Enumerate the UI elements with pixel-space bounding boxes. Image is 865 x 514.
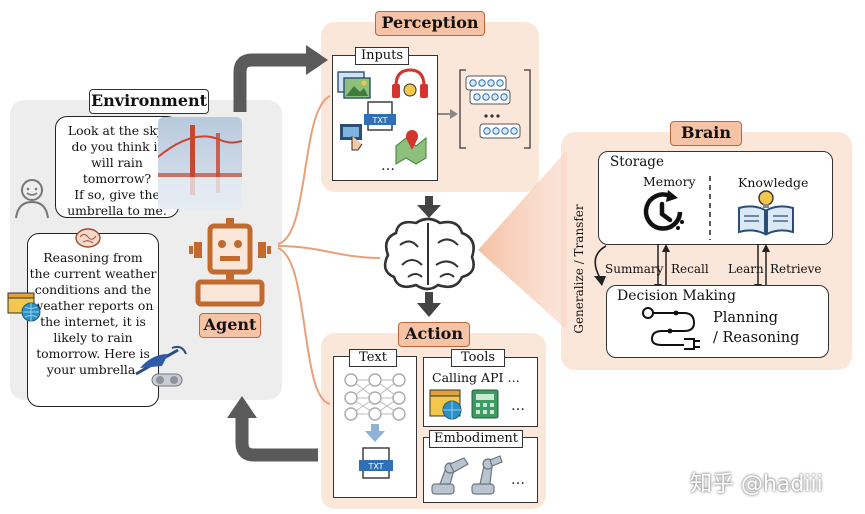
knowledge-label: Knowledge	[738, 175, 809, 190]
embodiment-label: Embodiment	[429, 430, 523, 448]
curve-agent-perception	[277, 95, 331, 245]
memory-label: Memory	[643, 174, 696, 189]
text-generation-icon: TXT	[344, 373, 406, 479]
web-globe-icon	[7, 292, 41, 322]
agent-line-7: tomorrow. Here is	[36, 346, 150, 361]
agent-robot-icon	[189, 218, 271, 307]
agent-line-1: Reasoning from	[43, 250, 143, 265]
agent-label: Agent	[199, 313, 261, 338]
perception-title: Perception	[375, 11, 485, 36]
embodiment-ellipsis: …	[511, 472, 525, 488]
human-line-3: will rain tomorrow?	[82, 155, 152, 186]
inputs-ellipsis: …	[381, 158, 395, 174]
perception-inputs-icons: TXT …	[337, 68, 428, 174]
audio-input-icon	[392, 68, 428, 98]
arrow-perception-to-brain	[417, 205, 441, 218]
human-icon	[15, 179, 49, 219]
curve-agent-action	[277, 247, 331, 405]
arrow-brain-to-action	[417, 303, 441, 317]
memory-clock-icon	[643, 190, 684, 231]
image-input-icon	[337, 71, 371, 99]
curve-agent-brain	[277, 245, 381, 259]
embedding-vectors	[438, 69, 531, 149]
agent-line-8: your umbrella.	[46, 362, 140, 377]
agent-line-6: likely to rain	[53, 330, 133, 345]
calculator-icon	[471, 389, 499, 419]
decision-making-label: Decision Making	[617, 288, 737, 304]
calling-api-text: Calling API …	[432, 370, 520, 385]
generalize-transfer-label: Generalize / Transfer	[572, 204, 586, 334]
location-input-icon	[395, 130, 427, 165]
human-line-2: do you think it	[71, 139, 163, 154]
recall-label: Recall	[671, 262, 709, 276]
summary-label: Summary	[605, 262, 664, 276]
agent-line-3: conditions and the	[34, 282, 152, 297]
inputs-label: Inputs	[355, 47, 409, 65]
environment-title: Environment	[89, 89, 209, 114]
planning-path-icon	[642, 307, 700, 350]
touch-input-icon	[340, 124, 363, 151]
retrieve-label: Retrieve	[770, 262, 822, 276]
action-title: Action	[398, 322, 470, 347]
txt-input-text: TXT	[371, 116, 387, 125]
decision-making-box	[606, 285, 829, 358]
brain-title: Brain	[670, 121, 742, 146]
reasoning-label: / Reasoning	[713, 330, 800, 346]
bridge-fog-image	[158, 117, 242, 209]
agent-speech-bubble: Reasoning from the current weather condi…	[27, 233, 159, 407]
human-line-1: Look at the sky,	[67, 123, 167, 138]
human-line-4: If so, give the	[74, 187, 160, 202]
tools-label: Tools	[451, 349, 505, 367]
browser-globe-icon	[429, 389, 462, 420]
learn-label: Learn	[728, 262, 764, 276]
human-line-5: umbrella to me.	[67, 203, 167, 218]
agent-line-2: the current weather	[29, 266, 157, 281]
agent-line-5: the internet, it is	[40, 314, 146, 329]
arrow-action-to-env	[235, 412, 318, 462]
planning-label: Planning	[713, 310, 778, 326]
storage-label: Storage	[610, 154, 664, 170]
arrow-env-to-perception	[233, 53, 312, 112]
brain-beam	[478, 150, 567, 330]
tools-icons: …	[429, 389, 525, 420]
txt-output-text: TXT	[367, 462, 383, 471]
txt-output-icon: TXT	[359, 447, 393, 479]
knowledge-book-icon	[738, 190, 794, 236]
watermark: 知乎 @hadiii	[690, 472, 823, 497]
tools-ellipsis: …	[511, 398, 525, 414]
robot-arms-icon: …	[431, 455, 525, 495]
umbrella-robot-icon	[135, 345, 187, 387]
agent-line-4: weather reports on	[32, 298, 154, 313]
small-brain-icon	[75, 228, 101, 248]
generalize-loop-arrow	[594, 245, 607, 279]
dashed-divider	[709, 176, 711, 240]
central-brain-icon	[383, 217, 475, 291]
text-label: Text	[349, 349, 397, 367]
txt-input-icon: TXT	[364, 101, 396, 131]
